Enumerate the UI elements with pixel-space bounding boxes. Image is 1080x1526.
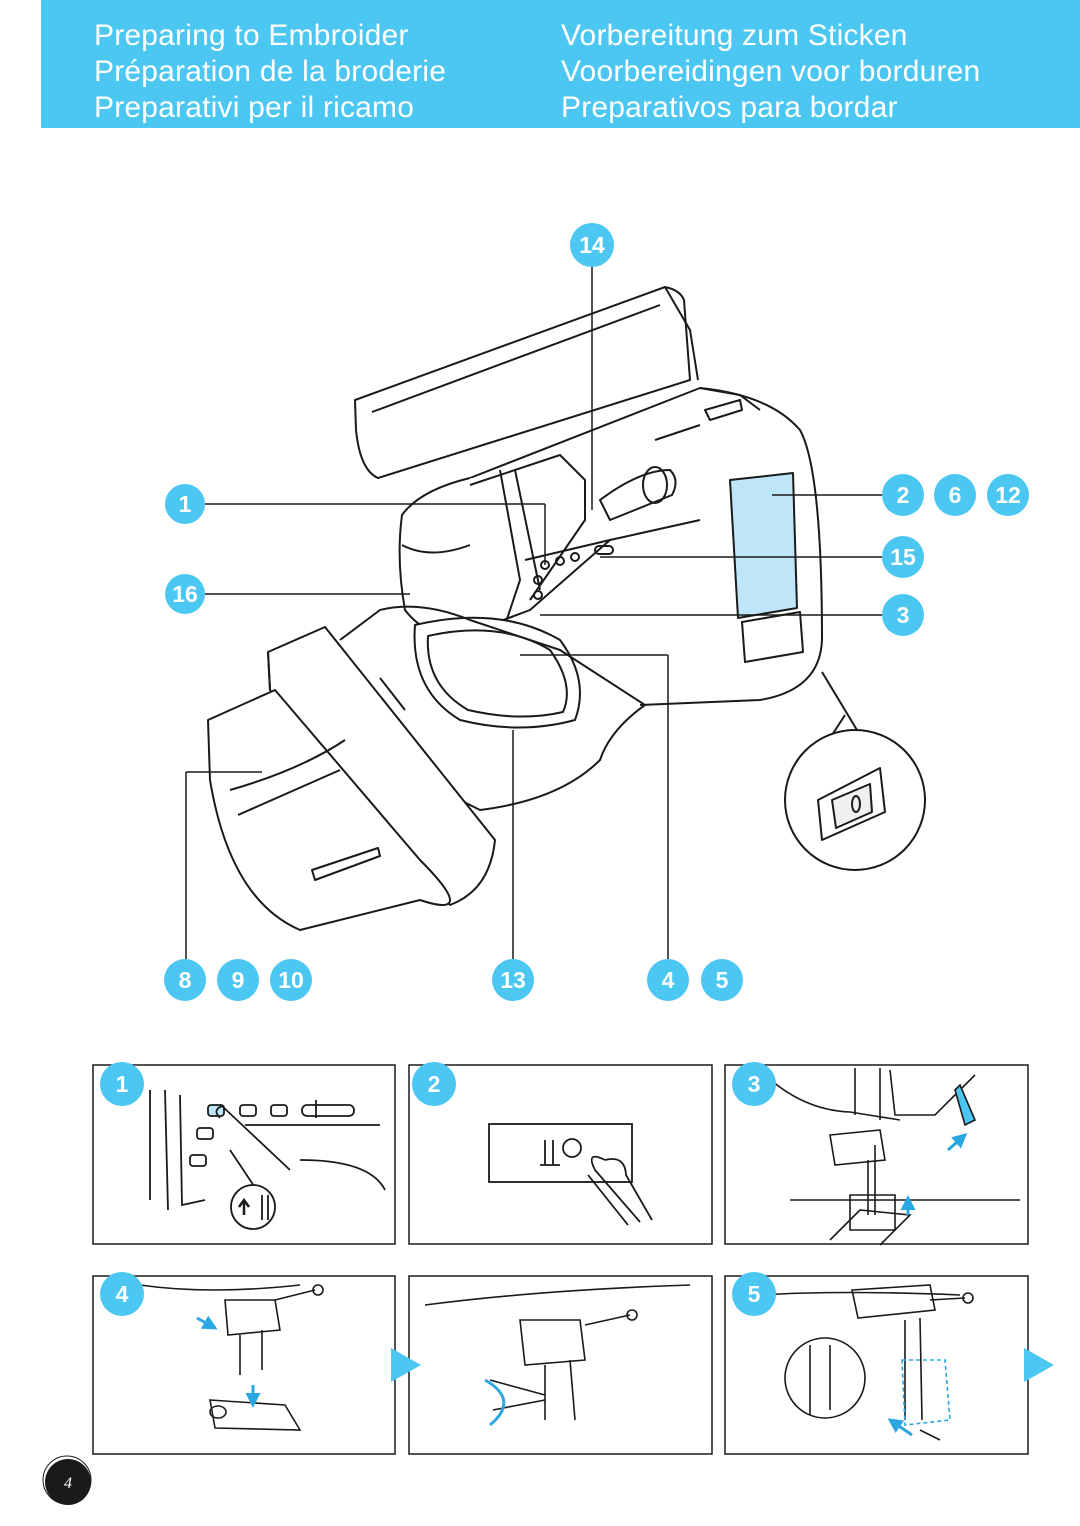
title-it: Preparativi per il ricamo bbox=[94, 91, 415, 124]
callout-4: 4 bbox=[647, 959, 689, 1001]
title-en: Preparing to Embroider bbox=[94, 19, 409, 52]
svg-text:3: 3 bbox=[897, 602, 910, 628]
svg-text:15: 15 bbox=[890, 544, 916, 570]
callout-16: 16 bbox=[165, 574, 205, 614]
callout-9: 9 bbox=[217, 959, 259, 1001]
svg-text:3: 3 bbox=[748, 1071, 761, 1097]
svg-text:8: 8 bbox=[179, 967, 192, 993]
callout-2: 2 bbox=[882, 474, 924, 516]
step-badge-3: 3 bbox=[732, 1062, 776, 1106]
svg-text:4: 4 bbox=[64, 1475, 72, 1492]
svg-text:2: 2 bbox=[428, 1071, 441, 1097]
panel-2-illustration bbox=[488, 1123, 653, 1226]
title-fr: Préparation de la broderie bbox=[94, 55, 447, 88]
svg-text:14: 14 bbox=[579, 232, 605, 258]
header-band bbox=[41, 0, 1080, 128]
svg-text:5: 5 bbox=[748, 1281, 761, 1307]
page-number-badge: 4 bbox=[42, 1455, 92, 1505]
callout-10: 10 bbox=[270, 959, 312, 1001]
leader-lines bbox=[185, 265, 882, 960]
svg-text:1: 1 bbox=[116, 1071, 129, 1097]
panel-1-illustration bbox=[149, 1089, 386, 1230]
step-badge-4: 4 bbox=[100, 1272, 144, 1316]
callout-1: 1 bbox=[165, 484, 205, 524]
callout-15: 15 bbox=[882, 536, 924, 578]
title-nl: Voorbereidingen voor borduren bbox=[561, 55, 981, 88]
svg-text:10: 10 bbox=[278, 967, 304, 993]
svg-text:1: 1 bbox=[179, 491, 192, 517]
panel-5-illustration bbox=[759, 1284, 974, 1441]
panel-4b-illustration bbox=[424, 1284, 691, 1427]
title-de: Vorbereitung zum Sticken bbox=[561, 19, 908, 52]
svg-text:4: 4 bbox=[116, 1281, 129, 1307]
callout-14: 14 bbox=[570, 223, 614, 267]
title-es: Preparativos para bordar bbox=[561, 91, 898, 124]
svg-text:16: 16 bbox=[172, 581, 198, 607]
svg-text:9: 9 bbox=[232, 967, 245, 993]
svg-text:12: 12 bbox=[995, 482, 1021, 508]
svg-text:6: 6 bbox=[949, 482, 962, 508]
panel-3-illustration bbox=[759, 1068, 1020, 1246]
next-arrow-icon bbox=[1024, 1348, 1054, 1382]
callout-3: 3 bbox=[882, 594, 924, 636]
sewing-machine-illustration bbox=[207, 286, 926, 931]
svg-text:5: 5 bbox=[716, 967, 729, 993]
next-arrow-icon bbox=[391, 1348, 421, 1382]
step-badge-5: 5 bbox=[732, 1272, 776, 1316]
step-badge-2: 2 bbox=[412, 1062, 456, 1106]
callout-6: 6 bbox=[934, 474, 976, 516]
panel-4-illustration bbox=[139, 1284, 324, 1431]
callout-8: 8 bbox=[164, 959, 206, 1001]
svg-text:4: 4 bbox=[662, 967, 675, 993]
step-badge-1: 1 bbox=[100, 1062, 144, 1106]
step-panels bbox=[92, 1064, 1029, 1455]
callout-12: 12 bbox=[987, 474, 1029, 516]
svg-text:13: 13 bbox=[500, 967, 526, 993]
svg-text:2: 2 bbox=[897, 482, 910, 508]
callout-5: 5 bbox=[701, 959, 743, 1001]
callout-13: 13 bbox=[492, 959, 534, 1001]
